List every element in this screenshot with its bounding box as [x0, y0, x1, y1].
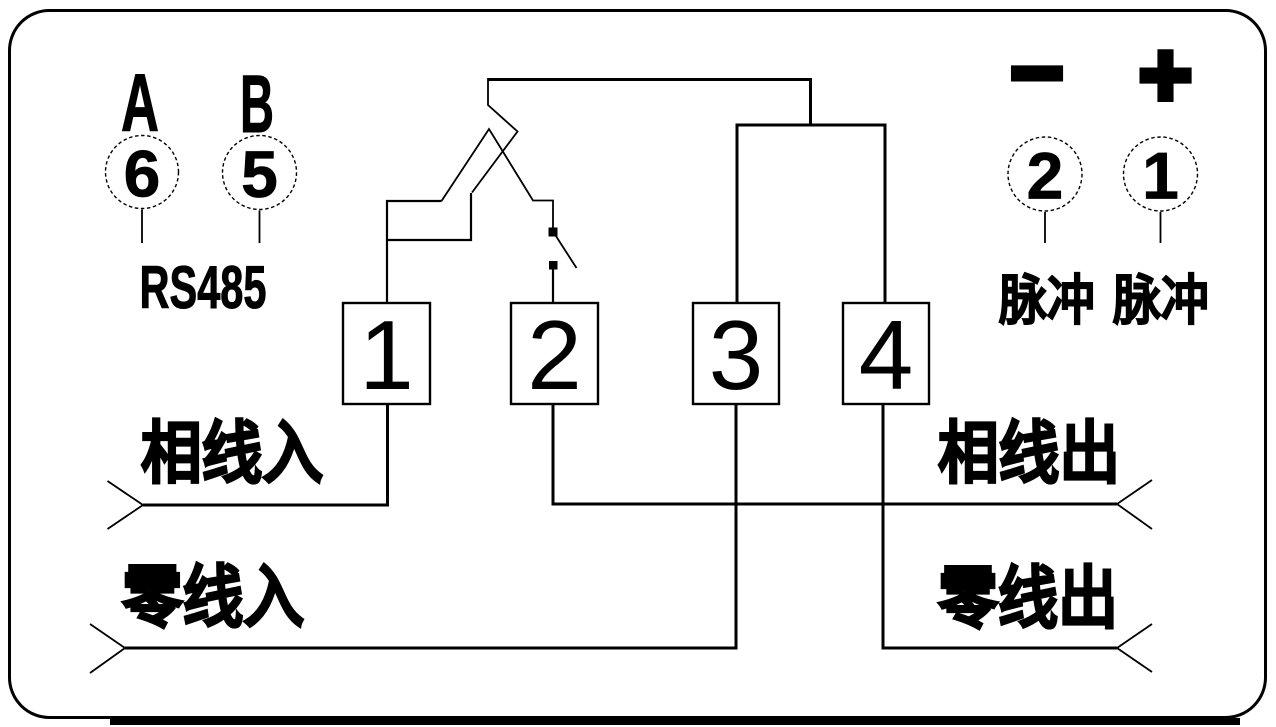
rs485-terminal-circle-5	[221, 134, 298, 211]
diagram-frame	[8, 9, 1267, 719]
wire-break-icon	[89, 623, 127, 674]
minus-icon: −	[1010, 22, 1064, 124]
top-bridge-wire	[488, 78, 887, 303]
switch-contact-icon	[548, 227, 578, 303]
pulse-terminal-circle-2	[1007, 136, 1083, 212]
pulse-pin-1-number: 1	[1142, 139, 1179, 213]
wire-break-icon	[1115, 623, 1153, 673]
voltage-link-tent-wire	[440, 127, 554, 228]
neutral-out-label: 零线出	[938, 561, 1118, 637]
terminal-1-number: 1	[359, 300, 414, 410]
rs485-terminal-circle-6	[104, 134, 180, 210]
terminal-box-4	[841, 301, 931, 406]
neutral-out-wire	[881, 404, 1117, 650]
rs485-signal-a-label: A	[121, 58, 159, 149]
rs485-terminal-leads	[141, 209, 261, 243]
neutral-in-wire	[125, 404, 738, 650]
rs485-pin-6-number: 6	[124, 137, 161, 211]
terminal-4-number: 4	[859, 300, 914, 410]
terminal-2-number: 2	[527, 300, 582, 410]
voltage-link-drop-wire	[471, 78, 519, 194]
terminal-box-2	[509, 301, 600, 406]
pulse-pin-2-number: 2	[1027, 139, 1064, 213]
phase-in-wire	[143, 404, 389, 507]
pulse-terminal-leads	[1044, 212, 1162, 243]
pulse-label-plus: 脉冲	[1113, 271, 1209, 331]
wire-break-icon	[1115, 479, 1153, 530]
plus-icon: +	[1139, 24, 1193, 126]
switch-blade	[553, 232, 578, 269]
terminal-3-number: 3	[709, 300, 764, 410]
terminal-box-3	[691, 301, 781, 406]
rs485-signal-b-label: B	[240, 59, 274, 150]
rs485-pin-5-number: 5	[241, 137, 278, 211]
pulse-label-minus: 脉冲	[999, 271, 1095, 331]
voltage-link-hook	[385, 193, 473, 303]
phase-in-label: 相线入	[141, 416, 323, 492]
phase-out-wire	[551, 404, 1117, 506]
pulse-terminal-circle-1	[1122, 136, 1199, 212]
switch-lower-contact-dot	[549, 261, 558, 270]
rs485-label: RS485	[140, 254, 267, 321]
terminal-box-1	[341, 301, 432, 406]
wire-break-icon	[106, 480, 145, 530]
switch-upper-contact-dot	[548, 227, 558, 237]
neutral-in-label: 零线入	[122, 560, 304, 636]
phase-out-label: 相线出	[938, 416, 1120, 492]
